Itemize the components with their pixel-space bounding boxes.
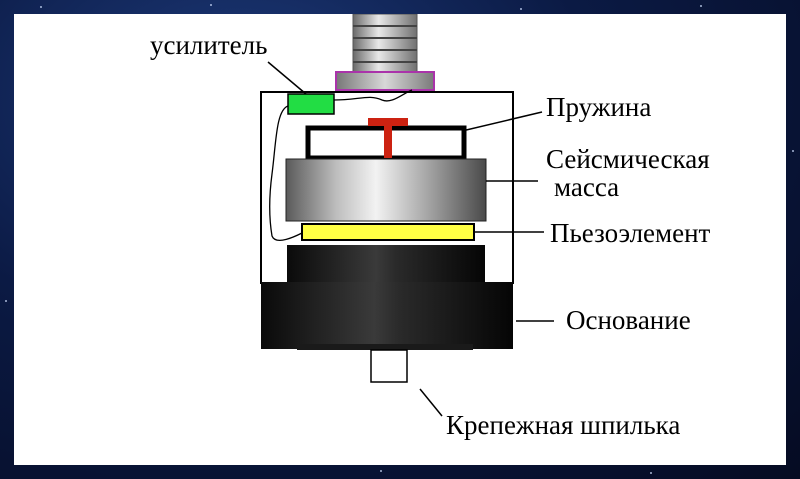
accelerometer-diagram: усилитель Пружина Сейсмическая масса Пье… <box>150 14 711 440</box>
seismic-mass-label-line1: Сейсмическая <box>546 144 710 174</box>
mounting-stud <box>370 349 408 383</box>
base-label: Основание <box>566 305 691 335</box>
stud-leader <box>419 388 443 417</box>
star <box>700 5 702 7</box>
star <box>5 300 7 302</box>
amplifier-block <box>287 93 335 115</box>
top-connector <box>335 14 435 91</box>
spring-leader <box>461 111 543 132</box>
star <box>520 8 522 10</box>
star <box>380 470 382 472</box>
spring-assembly <box>305 118 467 161</box>
base-block <box>261 245 513 350</box>
piezo-wire <box>269 105 303 241</box>
piezo-element <box>301 223 475 241</box>
star <box>40 6 42 8</box>
spring-label: Пружина <box>546 92 651 122</box>
housing-outline <box>260 91 514 284</box>
amplifier-label: усилитель <box>150 30 267 60</box>
stud-label: Крепежная шпилька <box>446 410 680 440</box>
seismic-mass-label-line2: масса <box>554 172 619 202</box>
seismic-mass <box>285 158 487 222</box>
connector-flange <box>335 71 435 91</box>
star <box>210 4 212 6</box>
signal-wire <box>333 89 413 102</box>
star <box>650 472 652 474</box>
star <box>792 150 794 152</box>
piezo-label: Пьезоэлемент <box>550 218 711 248</box>
diagram-frame: усилитель Пружина Сейсмическая масса Пье… <box>14 14 786 465</box>
amplifier-leader <box>267 61 307 95</box>
